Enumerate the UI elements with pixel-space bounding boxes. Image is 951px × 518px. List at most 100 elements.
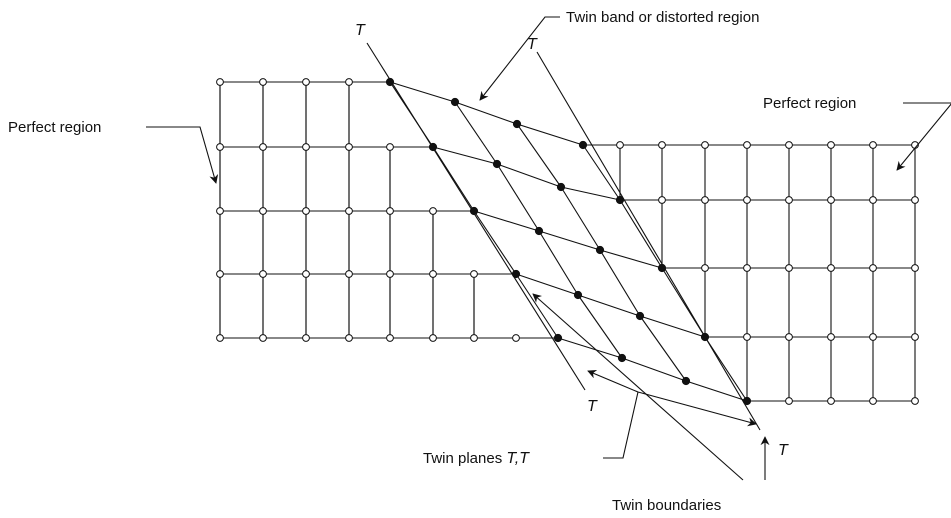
lattice-node-open — [260, 208, 267, 215]
lattice-node-open — [346, 144, 353, 151]
lattice-node-open — [870, 334, 877, 341]
lattice-bond — [578, 295, 640, 316]
twin-boundaries-leader-left — [533, 294, 743, 480]
lattice-node-open — [217, 271, 224, 278]
lattice-node-twin — [636, 312, 643, 319]
perfect-region-right-label: Perfect region — [763, 95, 856, 112]
lattice-node-open — [217, 79, 224, 86]
lattice-bond — [561, 187, 600, 250]
lattice-node-open — [912, 265, 919, 272]
lattice-bond — [455, 102, 517, 124]
lattice-node-twin — [493, 160, 500, 167]
lattice-node-open — [303, 208, 310, 215]
lattice-node-open — [303, 79, 310, 86]
lattice-node-open — [513, 335, 520, 342]
twin-boundary-t-top-right: T — [527, 36, 538, 53]
lattice-node-open — [387, 271, 394, 278]
lattice-bond — [517, 124, 583, 145]
lattice-node-open — [744, 197, 751, 204]
lattice-node-twin — [579, 141, 586, 148]
lattice-node-twin — [535, 227, 542, 234]
lattice-bond — [516, 274, 578, 295]
twin-band-label: Twin band or distorted region — [566, 9, 759, 26]
lattice-node-open — [828, 197, 835, 204]
perfect-right-leader — [897, 103, 951, 170]
lattice-node-open — [828, 334, 835, 341]
annotation-leaders — [146, 17, 951, 480]
lattice-node-open — [303, 144, 310, 151]
twin-boundary-t-bottom-left: T — [587, 398, 598, 415]
lattice-node-open — [471, 335, 478, 342]
lattice-node-open — [870, 398, 877, 405]
lattice-node-open — [430, 335, 437, 342]
perfect-left-leader — [146, 127, 216, 183]
perfect-region-left-label: Perfect region — [8, 119, 101, 136]
lattice-node-twin — [596, 246, 603, 253]
lattice-bond — [539, 231, 600, 250]
lattice-node-open — [659, 142, 666, 149]
twin-band-leader — [480, 17, 560, 100]
lattice-node-open — [260, 335, 267, 342]
lattice-node-open — [828, 398, 835, 405]
lattice-bond — [539, 231, 578, 295]
lattice-node-twin — [451, 98, 458, 105]
lattice-edges — [220, 82, 915, 401]
lattice-node-open — [430, 271, 437, 278]
lattice-bond — [583, 145, 620, 200]
lattice-node-open — [786, 334, 793, 341]
lattice-bond — [640, 316, 686, 381]
lattice-node-open — [702, 197, 709, 204]
lattice-bond — [474, 211, 516, 274]
twin-plane-arrow-left — [588, 371, 638, 392]
lattice-bond — [561, 187, 620, 200]
lattice-node-twin — [429, 143, 436, 150]
lattice-bond — [517, 124, 561, 187]
lattice-node-open — [217, 335, 224, 342]
lattice-node-twin — [574, 291, 581, 298]
twin-boundary-lines — [367, 43, 760, 430]
lattice-bond — [497, 164, 539, 231]
twin-planes-prefix: Twin planes — [423, 450, 506, 467]
lattice-node-twin — [512, 270, 519, 277]
lattice-node-twin — [386, 78, 393, 85]
lattice-node-open — [387, 208, 394, 215]
twin-planes-leader — [603, 392, 638, 458]
lattice-bond — [390, 82, 455, 102]
lattice-node-twin — [701, 333, 708, 340]
twin-planes-symbol: T,T — [506, 450, 530, 467]
lattice-node-open — [786, 142, 793, 149]
lattice-node-twin — [743, 397, 750, 404]
lattice-node-twin — [658, 264, 665, 271]
lattice-node-open — [346, 335, 353, 342]
lattice-node-twin — [557, 183, 564, 190]
lattice-node-open — [744, 142, 751, 149]
lattice-node-open — [870, 197, 877, 204]
lattice-bond — [622, 358, 686, 381]
lattice-node-open — [744, 265, 751, 272]
lattice-node-open — [346, 208, 353, 215]
lattice-nodes — [217, 78, 919, 404]
lattice-node-open — [346, 271, 353, 278]
lattice-node-twin — [618, 354, 625, 361]
lattice-node-open — [786, 398, 793, 405]
lattice-node-open — [260, 144, 267, 151]
lattice-node-open — [659, 197, 666, 204]
lattice-node-open — [217, 208, 224, 215]
lattice-node-open — [346, 79, 353, 86]
lattice-node-open — [786, 197, 793, 204]
lattice-node-open — [912, 334, 919, 341]
lattice-node-open — [260, 79, 267, 86]
lattice-bond — [497, 164, 561, 187]
lattice-bond — [640, 316, 705, 337]
lattice-node-open — [387, 335, 394, 342]
lattice-node-open — [260, 271, 267, 278]
lattice-node-open — [870, 265, 877, 272]
lattice-node-twin — [682, 377, 689, 384]
lattice-node-open — [828, 142, 835, 149]
text-labels: Twin band or distorted region Perfect re… — [8, 9, 856, 514]
lattice-node-open — [471, 271, 478, 278]
lattice-node-open — [702, 142, 709, 149]
lattice-node-open — [912, 398, 919, 405]
lattice-node-open — [387, 144, 394, 151]
